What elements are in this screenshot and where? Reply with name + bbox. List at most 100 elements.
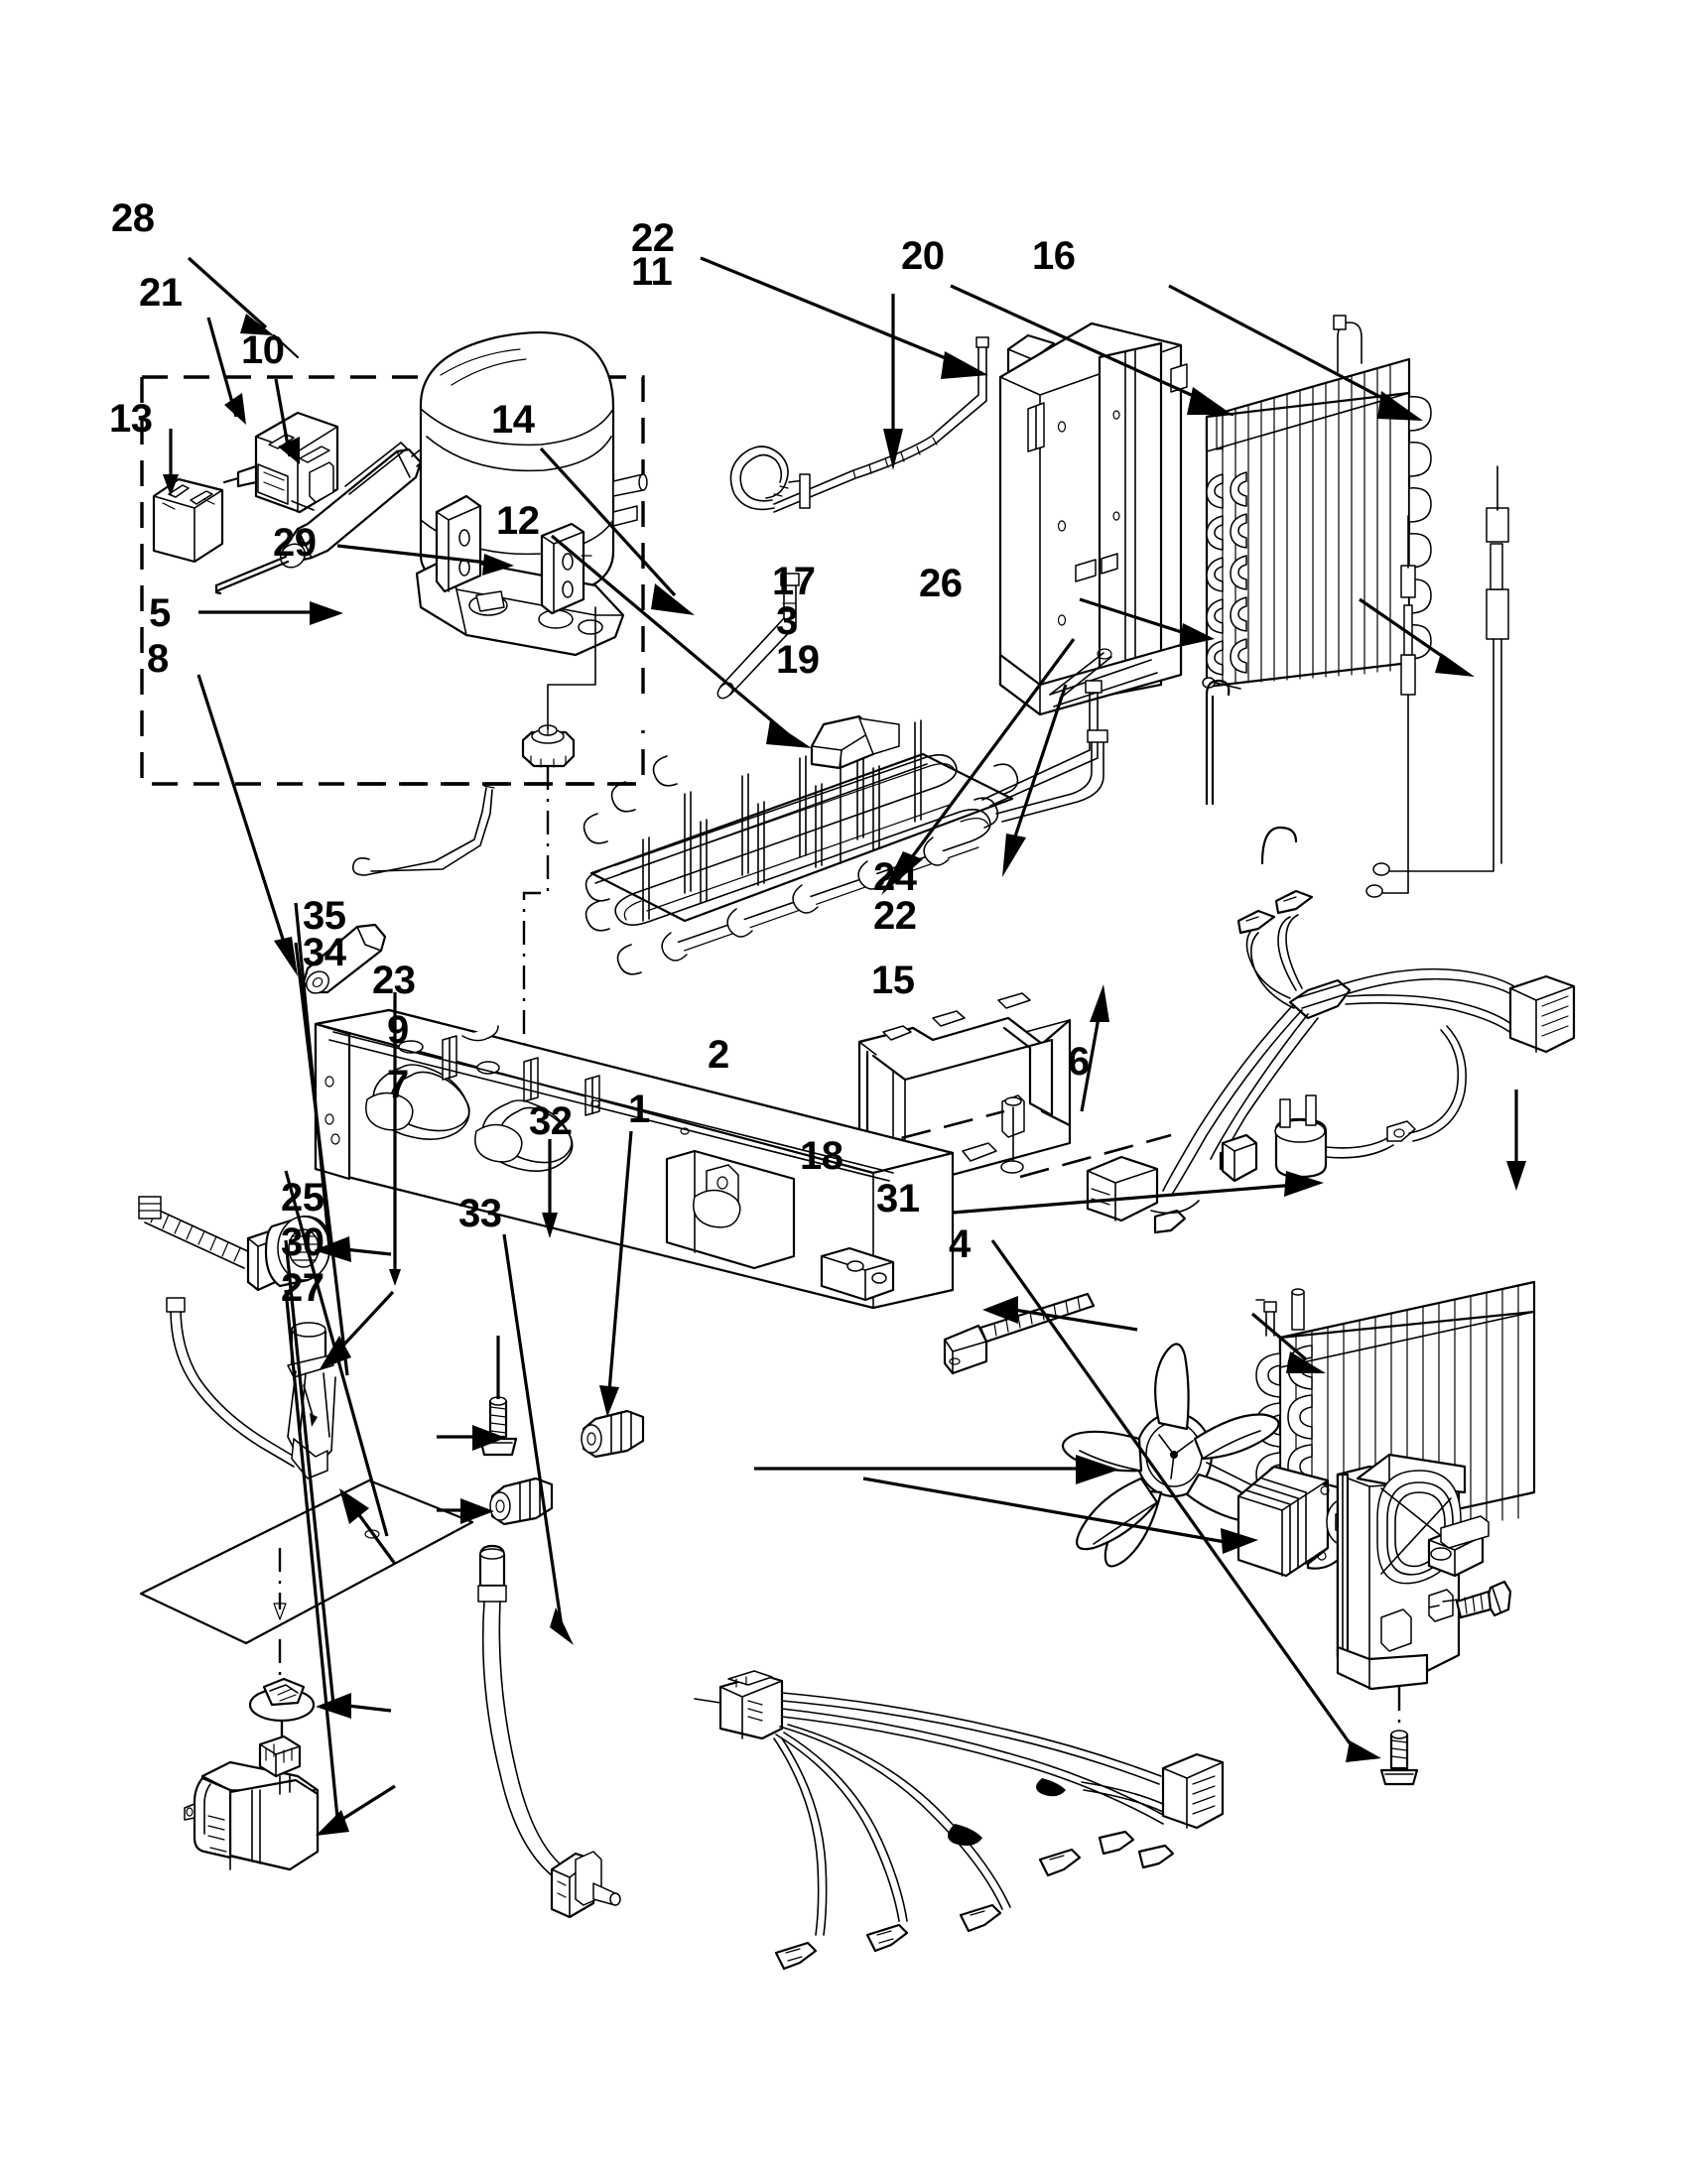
leader-31 <box>952 1171 1324 1215</box>
callout-34: 34 <box>303 931 346 974</box>
leader-1 <box>599 1130 633 1417</box>
callout-19: 19 <box>776 638 820 682</box>
leader-8 <box>196 674 298 976</box>
callout-16: 16 <box>1032 234 1076 278</box>
callout-13: 13 <box>109 397 153 441</box>
callout-4: 4 <box>949 1222 971 1266</box>
harness-terminal <box>774 1941 818 1971</box>
capillary-tube-part <box>729 336 989 513</box>
leader-9 <box>437 1425 506 1451</box>
rubber-sleeve-part <box>302 923 387 994</box>
mounting-grommet-part <box>248 1677 316 1752</box>
heater-terminal-pin-part <box>1365 465 1509 898</box>
leader-18 <box>862 1477 1258 1554</box>
callout-23: 23 <box>372 959 416 1002</box>
leader-27 <box>284 1289 339 1819</box>
callout-9: 9 <box>387 1008 409 1052</box>
callout-35: 35 <box>303 894 346 938</box>
callout-28: 28 <box>111 196 155 240</box>
leader-16 <box>1168 284 1423 421</box>
callout-8: 8 <box>147 637 169 681</box>
drain-tube-clip-part <box>166 1297 336 1479</box>
wire-clip-part <box>351 785 495 876</box>
callout-6: 6 <box>1068 1040 1090 1084</box>
harness-terminal <box>1038 1848 1082 1877</box>
callout-32: 32 <box>529 1099 573 1143</box>
compressor-group-boundary <box>140 375 645 786</box>
leader-30 <box>284 1239 335 1706</box>
callout-3: 3 <box>776 599 798 643</box>
defrost-heater-grid-part <box>583 680 1108 975</box>
callout-14: 14 <box>491 398 535 442</box>
overload-relay-part <box>222 411 339 514</box>
callout-25: 25 <box>281 1176 325 1220</box>
leader-2 <box>754 1455 1119 1484</box>
drain-tube-assembly-part <box>477 1544 621 1919</box>
callout-20: 20 <box>901 234 945 278</box>
callout-2: 2 <box>708 1033 729 1077</box>
callout-33: 33 <box>458 1192 502 1235</box>
condenser-coil-part <box>1202 315 1432 690</box>
leader-3 <box>881 638 1076 895</box>
leader-29 <box>336 544 514 576</box>
compressor-body <box>415 331 648 657</box>
condenser-fan-blade-part <box>1061 1343 1280 1568</box>
leader-26 <box>1359 597 1475 677</box>
leader-13 <box>163 429 179 496</box>
callout-5: 5 <box>149 591 171 635</box>
callout-1: 1 <box>628 1088 650 1131</box>
leader-15 <box>982 1296 1138 1332</box>
leader-34 <box>294 942 349 1376</box>
electronic-control-board-part <box>184 1734 320 1871</box>
leader-28 <box>187 256 300 359</box>
callout-11: 11 <box>631 250 673 294</box>
slotted-screw-part <box>1428 1090 1526 1619</box>
leader-11 <box>883 294 903 470</box>
leader-10 <box>274 378 300 464</box>
callout-27: 27 <box>281 1266 325 1310</box>
tube-bracket-part <box>810 714 900 864</box>
leader-14 <box>539 447 695 615</box>
leader-21 <box>206 317 246 425</box>
callout-22-evaporator: 22 <box>873 894 917 938</box>
callout-24: 24 <box>873 855 917 899</box>
unit-base-pan-part <box>314 992 955 1310</box>
callout-30: 30 <box>281 1220 325 1264</box>
mounting-screw-part <box>1379 1687 1419 1786</box>
leader-20 <box>950 284 1234 417</box>
condenser-support-panel-part <box>998 321 1188 716</box>
callout-12: 12 <box>496 499 540 543</box>
callout-31: 31 <box>876 1177 920 1220</box>
leader-5 <box>198 601 343 625</box>
callout-15: 15 <box>871 959 915 1002</box>
callout-22: 22 <box>631 216 675 260</box>
harness-terminal <box>959 1903 1002 1933</box>
callout-26: 26 <box>919 562 963 605</box>
leader-17 <box>1079 597 1215 647</box>
fan-shroud-bracket-part <box>1336 1453 1490 1691</box>
grommet-bushing-part <box>489 1477 554 1526</box>
leader-19 <box>1002 684 1068 877</box>
leader-33 <box>502 1233 574 1645</box>
defrost-thermostat-sensor-part <box>138 1196 331 1292</box>
grommet-bushing-second-part <box>581 1409 645 1459</box>
leader-24 <box>1080 984 1109 1112</box>
callout-18: 18 <box>800 1134 844 1178</box>
callout-29: 29 <box>273 521 317 565</box>
compressor-grommet-part <box>521 606 596 1111</box>
harness-terminal <box>865 1923 909 1953</box>
callout-17: 17 <box>772 560 816 603</box>
callout-10: 10 <box>241 328 285 372</box>
cable-tie-part <box>943 1292 1096 1375</box>
heater-hook-clip-part <box>1205 679 1298 865</box>
main-wiring-harness-part <box>542 1139 1225 1971</box>
callout-7: 7 <box>387 1063 409 1106</box>
leader-22-evaporator <box>1250 1312 1326 1373</box>
leader-7 <box>437 1498 494 1524</box>
leader-4 <box>990 1239 1381 1762</box>
capacitor-part <box>152 477 224 564</box>
leader-12 <box>550 534 812 748</box>
callout-21: 21 <box>139 271 183 315</box>
